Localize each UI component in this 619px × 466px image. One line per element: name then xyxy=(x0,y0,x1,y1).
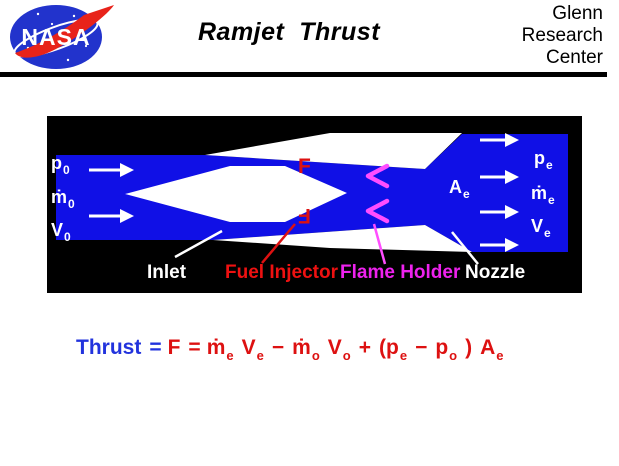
lower-cowl-wall xyxy=(213,225,472,252)
header-rule xyxy=(0,72,607,77)
nasa-swoosh xyxy=(15,5,114,58)
fuel-injector-symbol-bottom: F xyxy=(298,204,311,227)
thrust-equation: Thrust = F = ṁe Ve − ṁo Vo + (pe − po ) … xyxy=(76,336,512,363)
equation-freestream-velocity-term: Vo xyxy=(327,336,351,363)
nasa-logo-text: NASA xyxy=(21,24,90,50)
inlet-pointer-line xyxy=(174,229,223,259)
exit-pressure-label: pe xyxy=(534,148,553,172)
equation-plus-operator: + xyxy=(358,336,371,359)
org-line-2: Research xyxy=(521,25,603,46)
equation-exit-velocity-term: Ve xyxy=(241,336,264,363)
freestream-velocity-label: V0 xyxy=(51,220,71,244)
engine-schematic xyxy=(56,133,568,265)
equation-freestream-pressure-term: po xyxy=(435,336,458,363)
exit-massflow-label: ṁe xyxy=(531,183,555,207)
org-name: Glenn Research Center xyxy=(522,3,603,69)
fuel-injector-symbol-top: F xyxy=(298,155,311,178)
nozzle-pointer-line xyxy=(451,231,479,265)
freestream-pressure-label: p0 xyxy=(51,153,70,177)
exit-velocity-label: Ve xyxy=(531,216,551,240)
flame-holder-label: Flame Holder xyxy=(340,262,461,283)
inlet-label: Inlet xyxy=(147,262,187,283)
fuel-injector-pointer-line xyxy=(261,223,296,264)
inlet-spike-centerbody xyxy=(125,166,347,222)
equation-exit-area-term: Ae xyxy=(480,336,504,363)
outflow-arrows xyxy=(480,133,519,252)
page-title: Ramjet Thrust xyxy=(198,18,381,46)
equation-close-paren: ) xyxy=(465,336,473,359)
fuel-injector-label: Fuel Injector xyxy=(225,262,338,283)
flame-holder-chevron-top xyxy=(365,163,390,189)
equation-lhs-equals: = xyxy=(149,336,162,359)
nozzle-label: Nozzle xyxy=(465,262,526,283)
freestream-massflow-label: ṁ0 xyxy=(51,187,75,211)
exit-area-label: Ae xyxy=(449,177,470,201)
equation-exit-massflow-term: ṁe xyxy=(206,336,234,363)
equation-minus-operator: − xyxy=(271,336,285,359)
inflow-arrows xyxy=(89,163,134,223)
flame-holder-chevrons xyxy=(365,163,390,224)
equation-rhs-equals: = xyxy=(188,336,201,359)
ramjet-diagram: p0 ṁ0 V0 pe ṁe Ve Ae F F Inlet Fuel Inje… xyxy=(47,116,582,293)
equation-thrust-word: Thrust xyxy=(76,336,142,359)
equation-open-paren-exit-pressure: (pe xyxy=(379,336,408,363)
equation-freestream-massflow-term: ṁo xyxy=(292,336,320,363)
flame-holder-pointer-line xyxy=(372,223,387,265)
org-line-1: Glenn xyxy=(552,3,603,24)
flame-holder-chevron-bottom xyxy=(365,198,390,224)
equation-pressure-minus-operator: − xyxy=(415,336,428,359)
org-line-3: Center xyxy=(545,47,603,68)
nasa-orbit-ring xyxy=(13,18,99,58)
upper-cowl-wall xyxy=(205,133,462,169)
nasa-logo: NASA xyxy=(10,5,114,69)
equation-force-symbol: F xyxy=(167,336,181,359)
